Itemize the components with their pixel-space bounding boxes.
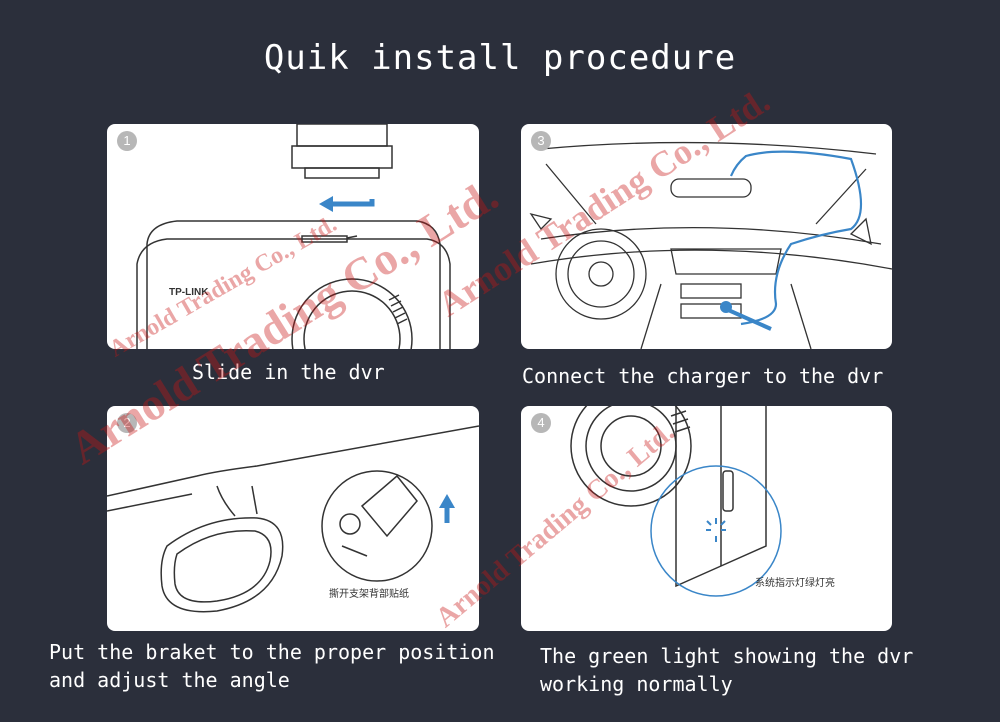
dvr-light-drawing xyxy=(570,406,782,597)
step-1-caption: Slide in the dvr xyxy=(192,360,385,384)
car-interior-drawing xyxy=(529,141,892,349)
step-2-note: 撕开支架背部贴纸 xyxy=(329,589,409,600)
step-3-illustration: 3 xyxy=(521,124,892,349)
page-title: Quik install procedure xyxy=(263,38,737,78)
step-3-caption: Connect the charger to the dvr xyxy=(522,364,884,388)
step-2-caption-line2: and adjust the angle xyxy=(49,668,290,692)
bracket-mirror-drawing xyxy=(107,425,479,613)
step-number-badge: 2 xyxy=(117,413,137,433)
slide-dvr-drawing xyxy=(136,124,451,349)
step-1-illustration: 1 TP-LINK xyxy=(107,124,479,349)
step-4-caption-line1: The green light showing the dvr xyxy=(540,644,914,668)
step-4-note: 系统指示灯绿灯亮 xyxy=(755,578,835,589)
tp-link-logo: TP-LINK xyxy=(169,287,209,298)
step-2-illustration: 2 撕开支架背部贴纸 xyxy=(107,406,479,631)
step-2-caption-line1: Put the braket to the proper position xyxy=(49,640,495,664)
step-number-badge: 3 xyxy=(531,131,551,151)
step-number-badge: 1 xyxy=(117,131,137,151)
step-number-badge: 4 xyxy=(531,413,551,433)
step-4-illustration: 4 系统指示灯绿灯亮 xyxy=(521,406,892,631)
step-4-caption-line2: working normally xyxy=(540,672,733,696)
